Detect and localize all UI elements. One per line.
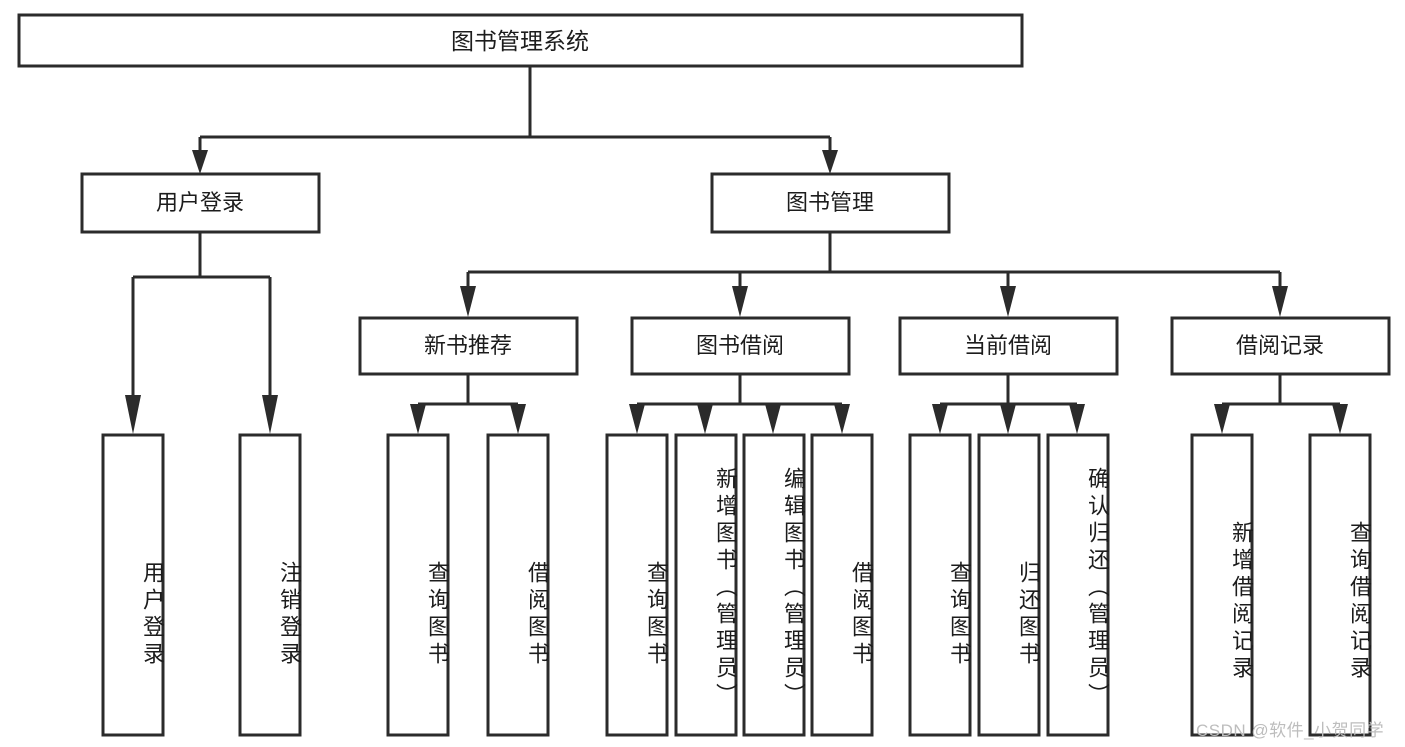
arrow-head-icon <box>192 150 208 174</box>
arrow-head-icon <box>932 404 948 434</box>
leaf-query-book-3-box[interactable] <box>908 433 972 737</box>
node-borrow-record-label: 借阅记录 <box>1236 333 1324 358</box>
arrow-head-icon <box>697 404 713 434</box>
leaf-boxes <box>101 433 1372 737</box>
connector-group-user-login <box>125 232 278 434</box>
node-book-management[interactable]: 图书管理 <box>710 172 951 234</box>
connector-group-book-management <box>460 232 1288 317</box>
arrow-head-icon <box>460 286 476 317</box>
connector-group-current-borrow <box>932 374 1085 434</box>
node-current-borrow[interactable]: 当前借阅 <box>898 316 1119 376</box>
node-current-borrow-label: 当前借阅 <box>964 333 1052 358</box>
node-borrow-record[interactable]: 借阅记录 <box>1170 316 1391 376</box>
arrow-head-icon <box>1000 286 1016 317</box>
connector-group-book-borrow <box>629 374 850 434</box>
arrow-head-icon <box>410 404 426 434</box>
connector-group-borrow-record <box>1214 374 1348 434</box>
arrow-head-icon <box>765 404 781 434</box>
leaf-borrow-book-1-box[interactable] <box>486 433 550 737</box>
arrow-head-icon <box>629 404 645 434</box>
leaf-user-login-box[interactable] <box>101 433 165 737</box>
leaf-query-book-1-box[interactable] <box>386 433 450 737</box>
connector-group-root <box>192 67 838 174</box>
node-root[interactable]: 图书管理系统 <box>17 13 1024 68</box>
arrow-head-icon <box>510 404 526 434</box>
node-book-borrow-box[interactable] <box>630 316 851 376</box>
node-new-book-recommend-label: 新书推荐 <box>424 333 512 358</box>
node-borrow-record-box[interactable] <box>1170 316 1391 376</box>
arrow-head-icon <box>1272 286 1288 317</box>
arrow-head-icon <box>834 404 850 434</box>
leaf-confirm-return-box[interactable] <box>1046 433 1110 737</box>
leaf-return-book-box[interactable] <box>977 433 1041 737</box>
leaf-add-record-box[interactable] <box>1190 433 1254 737</box>
node-root-label: 图书管理系统 <box>451 28 589 54</box>
leaf-borrow-book-2-box[interactable] <box>810 433 874 737</box>
node-user-login[interactable]: 用户登录 <box>80 172 321 234</box>
arrow-head-icon <box>1000 404 1016 434</box>
arrow-head-icon <box>1069 404 1085 434</box>
csdn-watermark: CSDN @软件_小贺同学 <box>1196 721 1385 740</box>
leaf-logout-login-box[interactable] <box>238 433 302 737</box>
node-user-login-label: 用户登录 <box>156 190 244 215</box>
node-book-management-box[interactable] <box>710 172 951 234</box>
node-book-management-label: 图书管理 <box>786 190 874 215</box>
arrow-head-icon <box>732 286 748 317</box>
arrow-head-icon <box>125 395 141 434</box>
node-book-borrow-label: 图书借阅 <box>696 333 784 358</box>
node-user-login-box[interactable] <box>80 172 321 234</box>
node-new-book-recommend-box[interactable] <box>358 316 579 376</box>
node-root-box[interactable] <box>17 13 1024 68</box>
leaf-query-record-box[interactable] <box>1308 433 1372 737</box>
node-new-book-recommend[interactable]: 新书推荐 <box>358 316 579 376</box>
leaf-add-book-box[interactable] <box>674 433 738 737</box>
arrow-head-icon <box>1214 404 1230 434</box>
arrow-head-icon <box>822 150 838 174</box>
connector-group-new-book-recommend <box>410 374 526 434</box>
node-book-borrow[interactable]: 图书借阅 <box>630 316 851 376</box>
arrow-head-icon <box>1332 404 1348 434</box>
arrow-head-icon <box>262 395 278 434</box>
leaf-query-book-2-box[interactable] <box>605 433 669 737</box>
node-current-borrow-box[interactable] <box>898 316 1119 376</box>
leaf-edit-book-box[interactable] <box>742 433 806 737</box>
